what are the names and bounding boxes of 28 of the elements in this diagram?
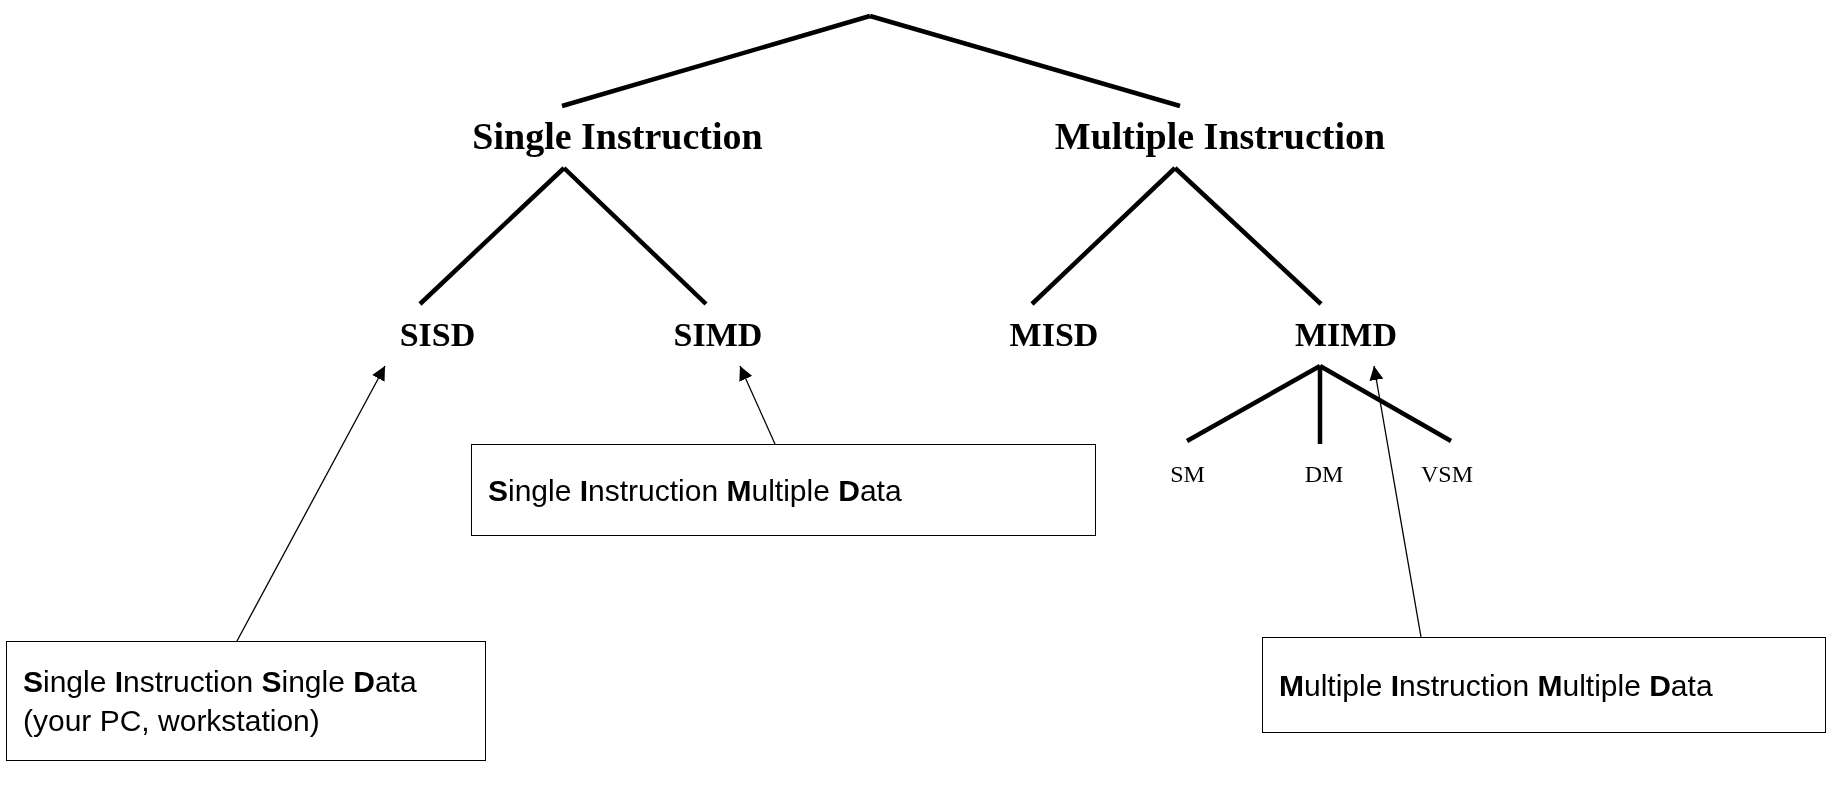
category-label: Multiple Instruction bbox=[1000, 106, 1440, 168]
description-box bbox=[1262, 637, 1826, 733]
arrow bbox=[1369, 365, 1422, 638]
description-text: Multiple Instruction Multiple Data bbox=[1279, 667, 1714, 704]
arrow bbox=[236, 365, 386, 642]
tree-line bbox=[1030, 166, 1177, 306]
description-box bbox=[6, 641, 486, 761]
tree-line bbox=[1173, 166, 1323, 306]
category-label: SIMD bbox=[658, 304, 778, 366]
category-label: SM bbox=[1160, 441, 1215, 487]
arrow bbox=[739, 365, 776, 445]
description-text: Single Instruction Multiple Data bbox=[488, 472, 903, 509]
category-label: DM bbox=[1292, 444, 1356, 487]
category-label: SISD bbox=[385, 304, 490, 366]
tree-line bbox=[1317, 366, 1323, 444]
description-box bbox=[471, 444, 1096, 536]
tree-line bbox=[869, 13, 1181, 109]
tree-line bbox=[561, 13, 871, 109]
tree-line bbox=[1318, 364, 1453, 443]
tree-line bbox=[1185, 364, 1322, 443]
description-text: (your PC, workstation) bbox=[23, 703, 321, 739]
category-label: MISD bbox=[995, 304, 1113, 366]
description-text: Single Instruction Single Data bbox=[23, 664, 418, 700]
category-label: VSM bbox=[1408, 441, 1486, 487]
tree-line bbox=[418, 166, 566, 306]
tree-line bbox=[562, 166, 708, 306]
category-label: MIMD bbox=[1280, 304, 1412, 366]
category-label: Single Instruction bbox=[425, 106, 810, 168]
